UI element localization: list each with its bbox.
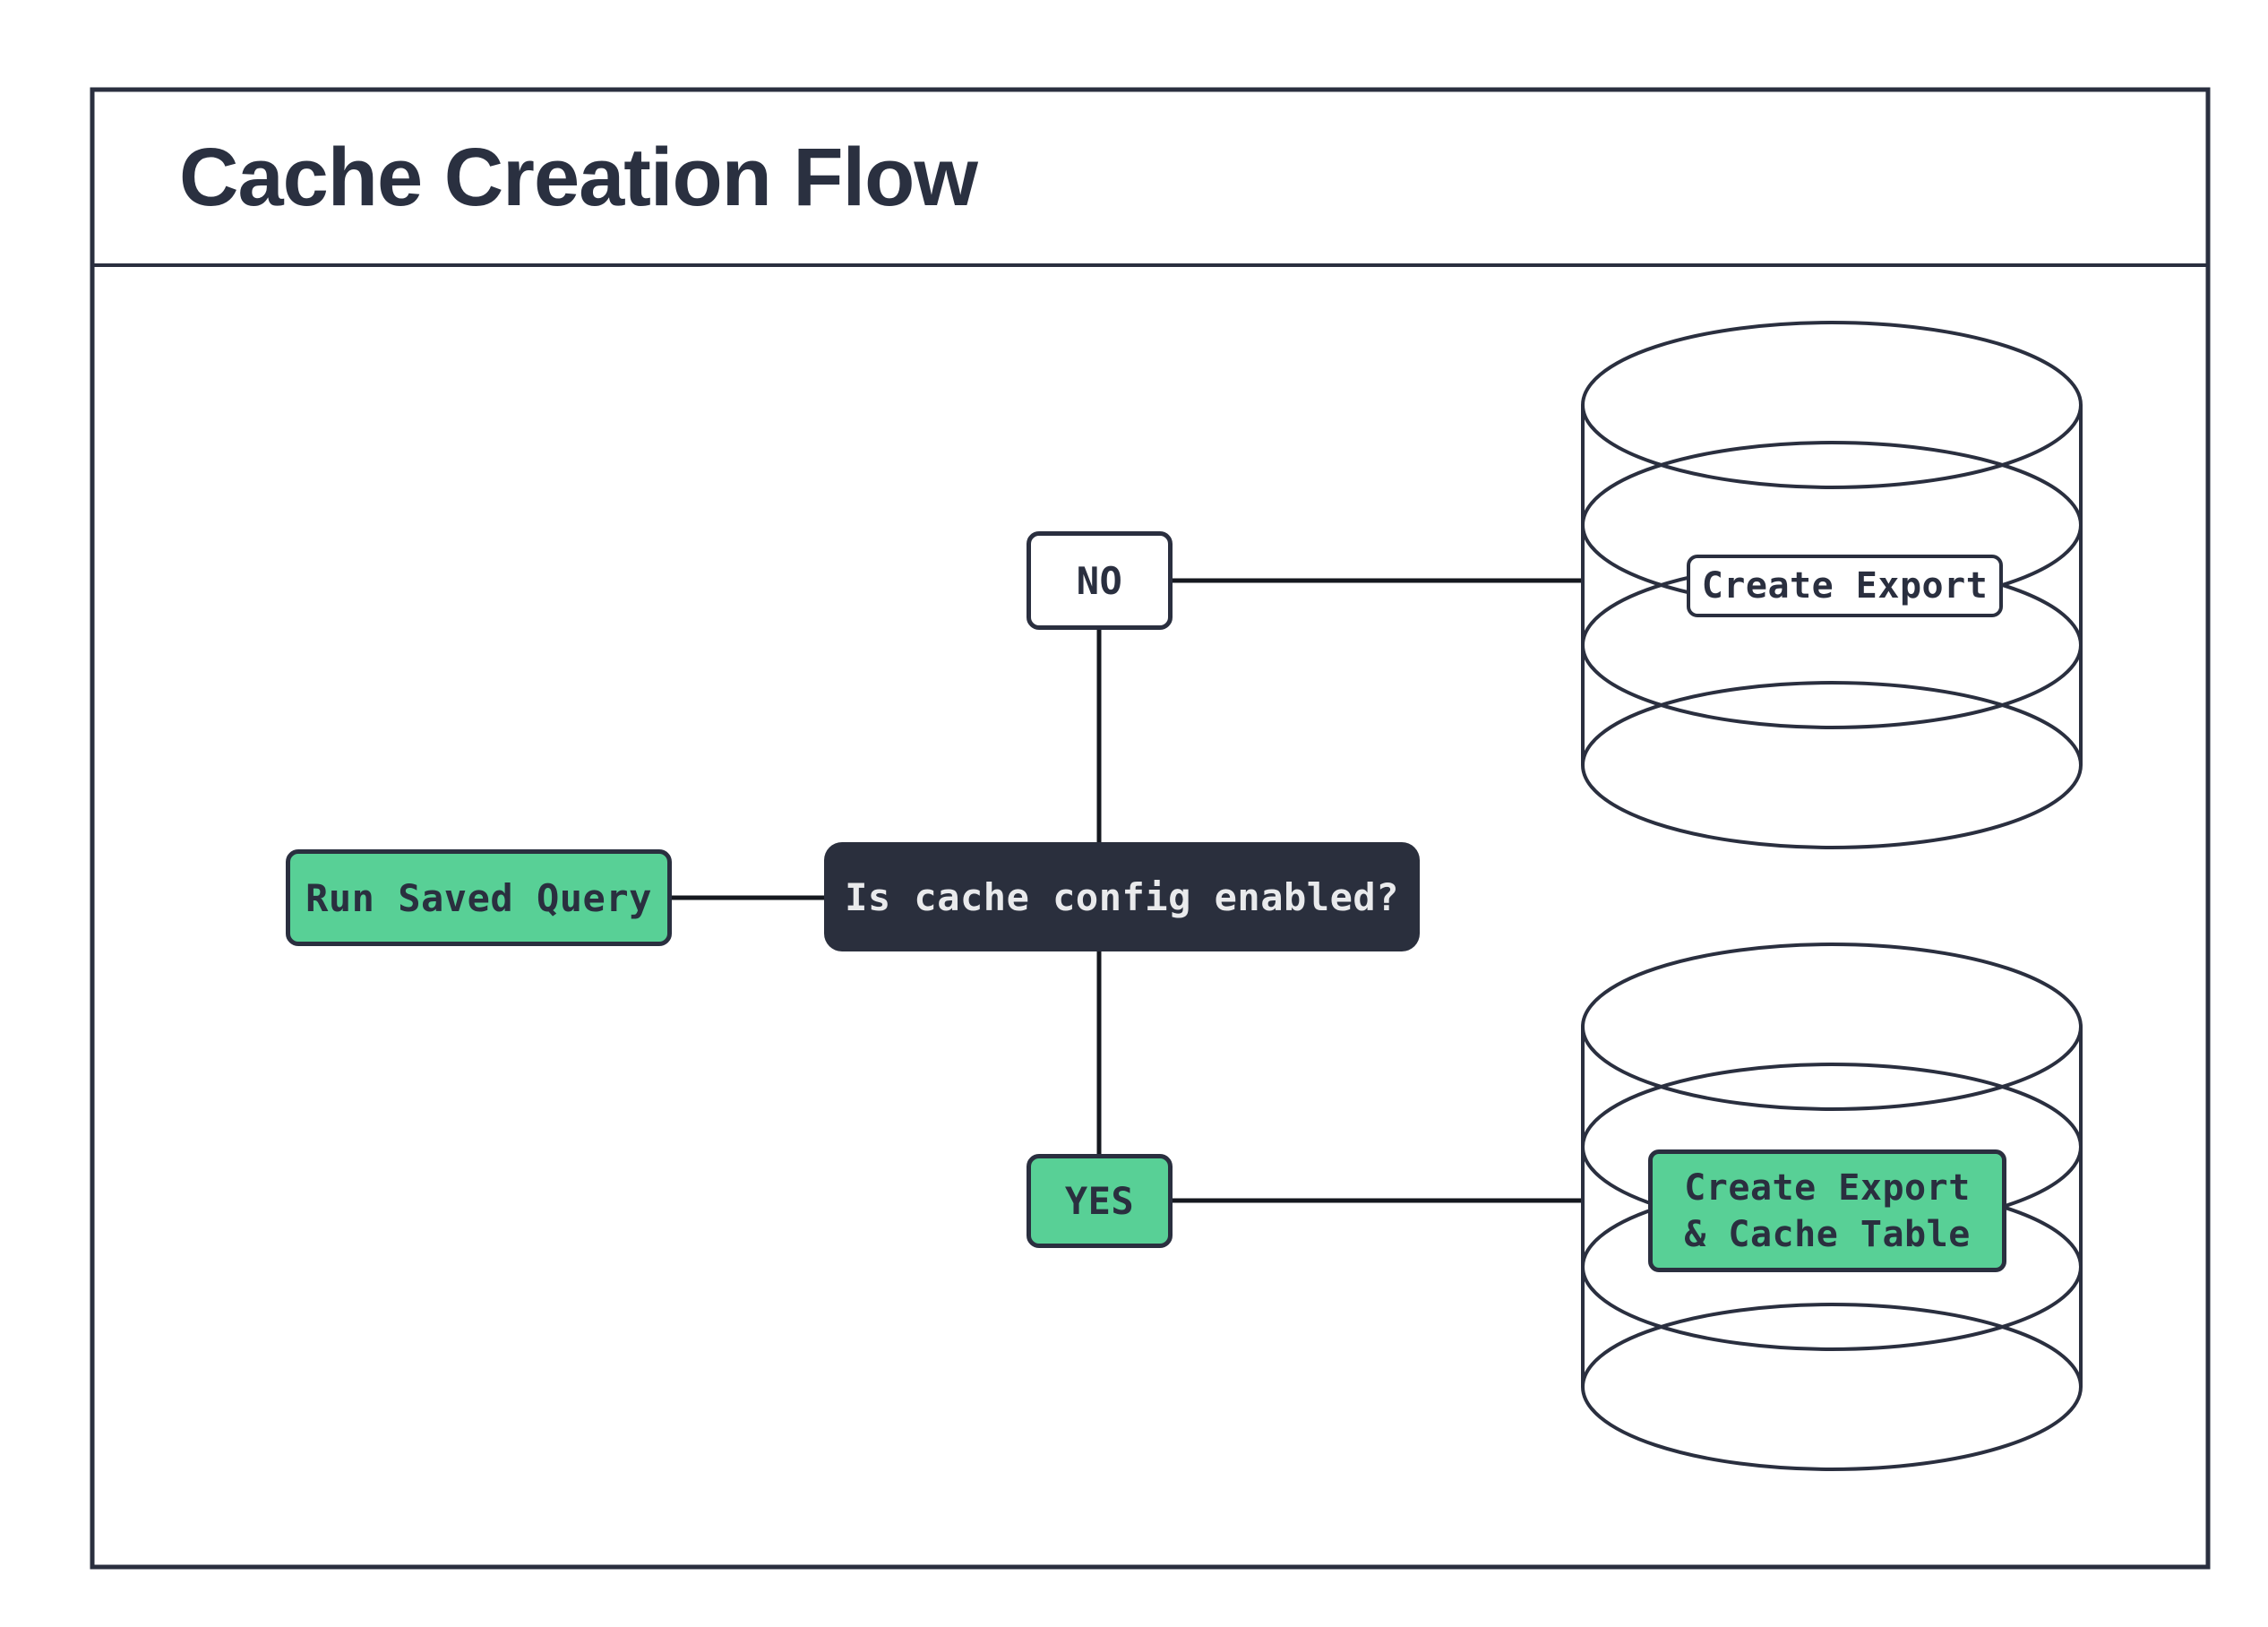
node-create-export-label: Create Export	[1701, 565, 1989, 607]
node-create-export: Create Export	[1687, 555, 2003, 617]
page-title: Cache Creation Flow	[179, 131, 978, 223]
node-run-saved-query: Run Saved Query	[286, 849, 672, 946]
node-run-saved-query-label: Run Saved Query	[305, 875, 652, 920]
database-cylinder-bottom-icon	[1581, 943, 2083, 1471]
node-branch-no: NO	[1027, 531, 1173, 630]
node-decision-cache-config: Is cache config enabled?	[824, 842, 1420, 951]
connector-lines	[672, 578, 1583, 1203]
node-branch-yes-label: YES	[1064, 1179, 1135, 1223]
card-frame	[90, 87, 2211, 1570]
node-branch-no-label: NO	[1076, 558, 1123, 603]
node-create-export-cache-label-line2: & Cache Table	[1684, 1213, 1971, 1255]
node-branch-yes: YES	[1027, 1154, 1173, 1248]
node-create-export-cache-table: Create Export & Cache Table	[1648, 1149, 2006, 1272]
node-decision-label: Is cache config enabled?	[845, 874, 1399, 919]
node-create-export-cache-label-line1: Create Export	[1684, 1166, 1971, 1209]
